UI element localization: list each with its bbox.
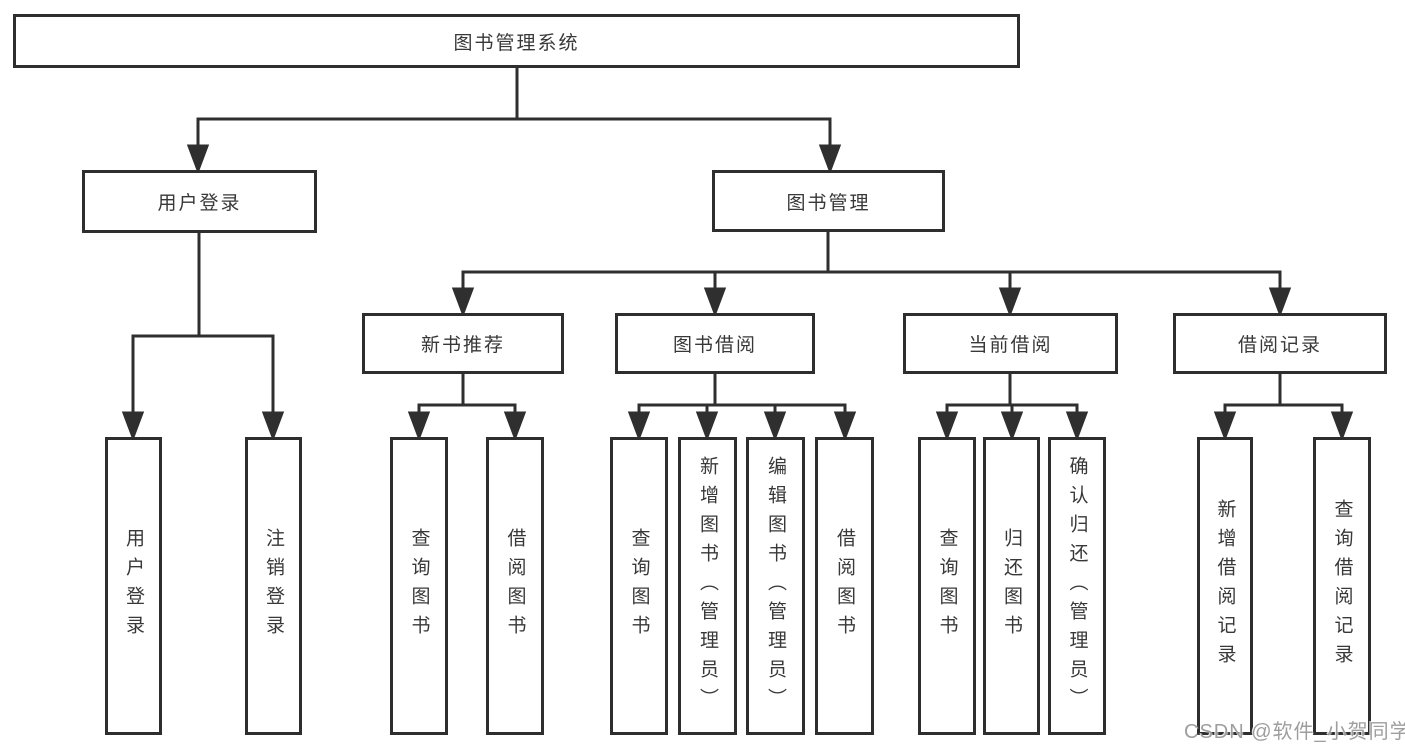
leaf-add-borrow-record: 新增借阅记录 xyxy=(1197,437,1253,735)
arrow-down-icon xyxy=(763,411,787,442)
node-new-book-recommend: 新书推荐 xyxy=(362,313,564,374)
leaf-return-book: 归还图书 xyxy=(983,437,1040,735)
arrow-down-icon xyxy=(261,411,285,442)
connector-book-management xyxy=(451,230,1292,318)
leaf-user-login: 用户登录 xyxy=(105,437,162,735)
arrow-down-icon xyxy=(1000,411,1024,442)
leaf-query-book-borrowing: 查询图书 xyxy=(610,437,668,735)
arrow-down-icon xyxy=(818,144,842,175)
connector-new-book-recommend xyxy=(407,372,527,442)
arrow-down-icon xyxy=(1330,411,1354,442)
leaf-logout: 注销登录 xyxy=(245,437,302,735)
arrow-down-icon xyxy=(121,411,145,442)
node-current-borrowing: 当前借阅 xyxy=(903,313,1118,374)
arrow-down-icon xyxy=(703,287,727,318)
connector-book-borrowing xyxy=(627,372,857,442)
arrow-down-icon xyxy=(451,287,475,318)
arrow-down-icon xyxy=(186,144,210,175)
connector-borrowing-records xyxy=(1213,372,1354,442)
node-book-borrowing: 图书借阅 xyxy=(615,313,815,374)
node-user-login: 用户登录 xyxy=(82,170,317,233)
arrow-down-icon xyxy=(503,411,527,442)
arrow-down-icon xyxy=(998,287,1022,318)
leaf-borrow-book: 借阅图书 xyxy=(815,437,874,735)
arrow-down-icon xyxy=(407,411,431,442)
leaf-query-book-current: 查询图书 xyxy=(918,437,976,735)
leaf-query-borrow-record: 查询借阅记录 xyxy=(1313,437,1371,735)
csdn-watermark: CSDN @软件_小贺同学 xyxy=(1184,721,1405,743)
leaf-borrow-book-recommend: 借阅图书 xyxy=(486,437,544,735)
node-library-management-system: 图书管理系统 xyxy=(13,14,1020,68)
connector-user-login xyxy=(121,231,285,442)
arrow-down-icon xyxy=(1213,411,1237,442)
arrow-down-icon xyxy=(935,411,959,442)
node-borrowing-records: 借阅记录 xyxy=(1173,313,1387,374)
arrow-down-icon xyxy=(1268,287,1292,318)
arrow-down-icon xyxy=(1065,411,1089,442)
leaf-confirm-return-admin: 确认归还（管理员） xyxy=(1048,437,1106,735)
leaf-edit-book-admin: 编辑图书（管理员） xyxy=(746,437,805,735)
connector-root xyxy=(186,66,842,175)
arrow-down-icon xyxy=(833,411,857,442)
leaf-query-book-recommend: 查询图书 xyxy=(390,437,448,735)
arrow-down-icon xyxy=(627,411,651,442)
connector-current-borrowing xyxy=(935,372,1089,442)
node-book-management: 图书管理 xyxy=(712,170,945,232)
leaf-add-book-admin: 新增图书（管理员） xyxy=(678,437,737,735)
arrow-down-icon xyxy=(695,411,719,442)
